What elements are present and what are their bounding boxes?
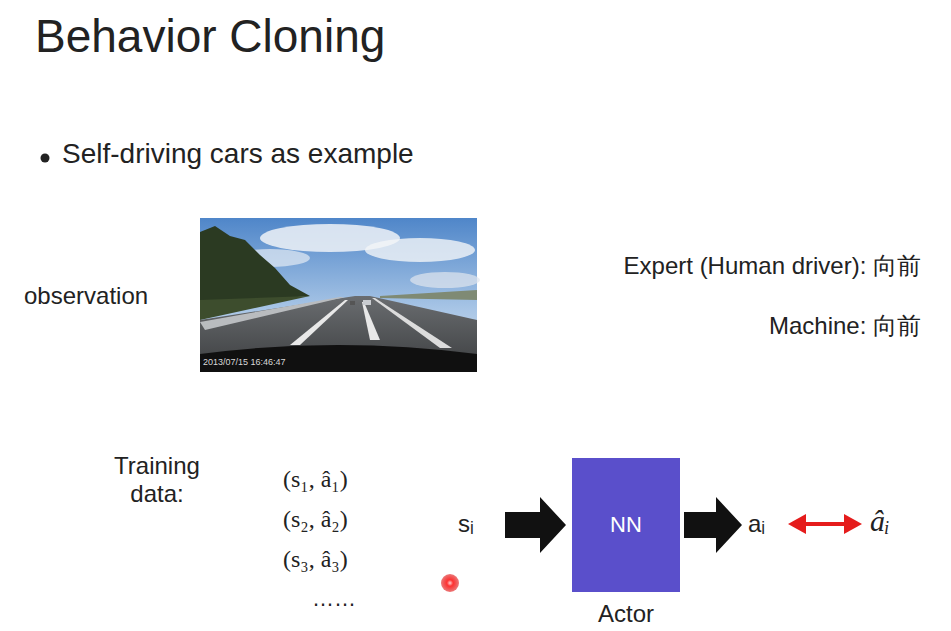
laser-pointer [441,574,459,592]
compare-arrow [788,514,862,534]
observation-label: observation [24,282,148,310]
ellipsis: …… [312,586,356,611]
node-label: NN [610,512,642,538]
output-arrow [684,497,742,553]
machine-label: Machine: 向前 [769,312,921,340]
bullet-text: Self-driving cars as example [62,138,414,170]
actor-network-box: NNActor [572,458,680,592]
dashcam-photo [200,218,480,372]
state-symbol: sᵢ [458,510,474,538]
training-data-label: Training data: [94,452,220,507]
expert-action-symbol: âᵢ [870,504,890,539]
data-pair: (s₂, â₂) [283,506,348,534]
timestamp: 2013/07/15 16:46:47 [203,357,286,367]
action-symbol: aᵢ [748,510,765,538]
data-pair: (s₁, â₁) [283,466,348,494]
input-arrow [505,497,566,553]
slide-title: Behavior Cloning [35,10,385,63]
data-pair: (s₃, â₃) [283,546,348,574]
node-caption: Actor [598,600,654,628]
expert-label: Expert (Human driver): 向前 [624,252,921,280]
bullet-dot [41,154,50,163]
